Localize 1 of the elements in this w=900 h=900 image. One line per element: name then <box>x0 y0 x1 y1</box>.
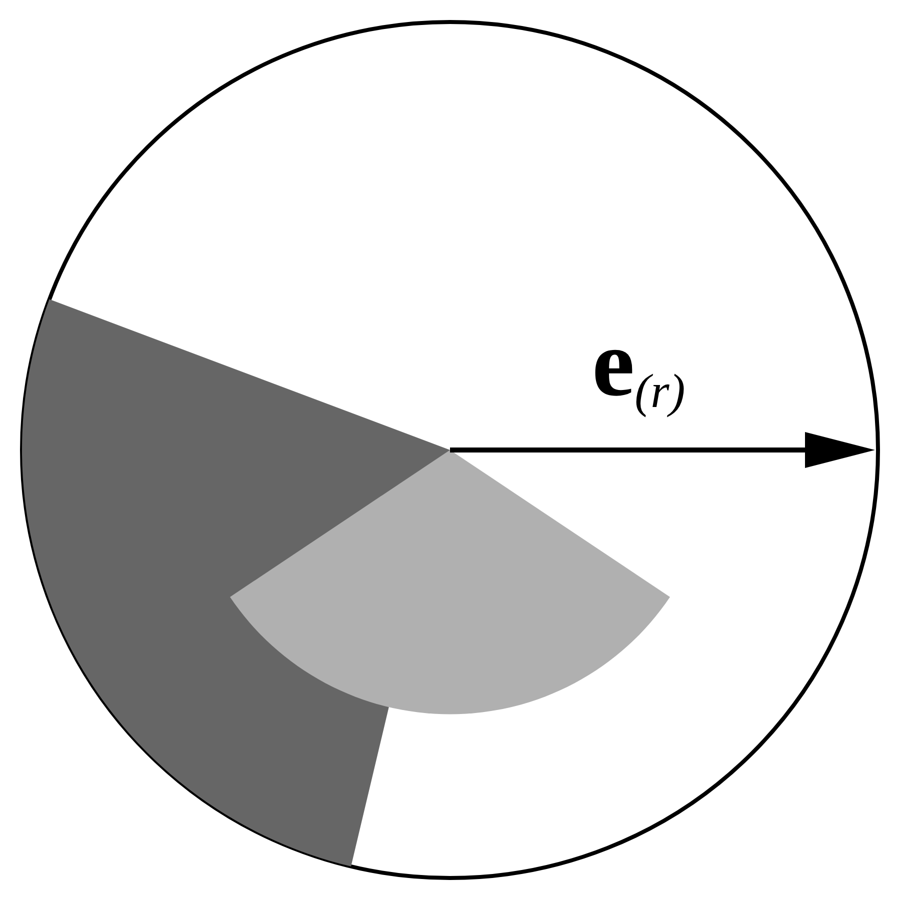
vector-label: e$_{(r)}$ <box>592 315 686 416</box>
